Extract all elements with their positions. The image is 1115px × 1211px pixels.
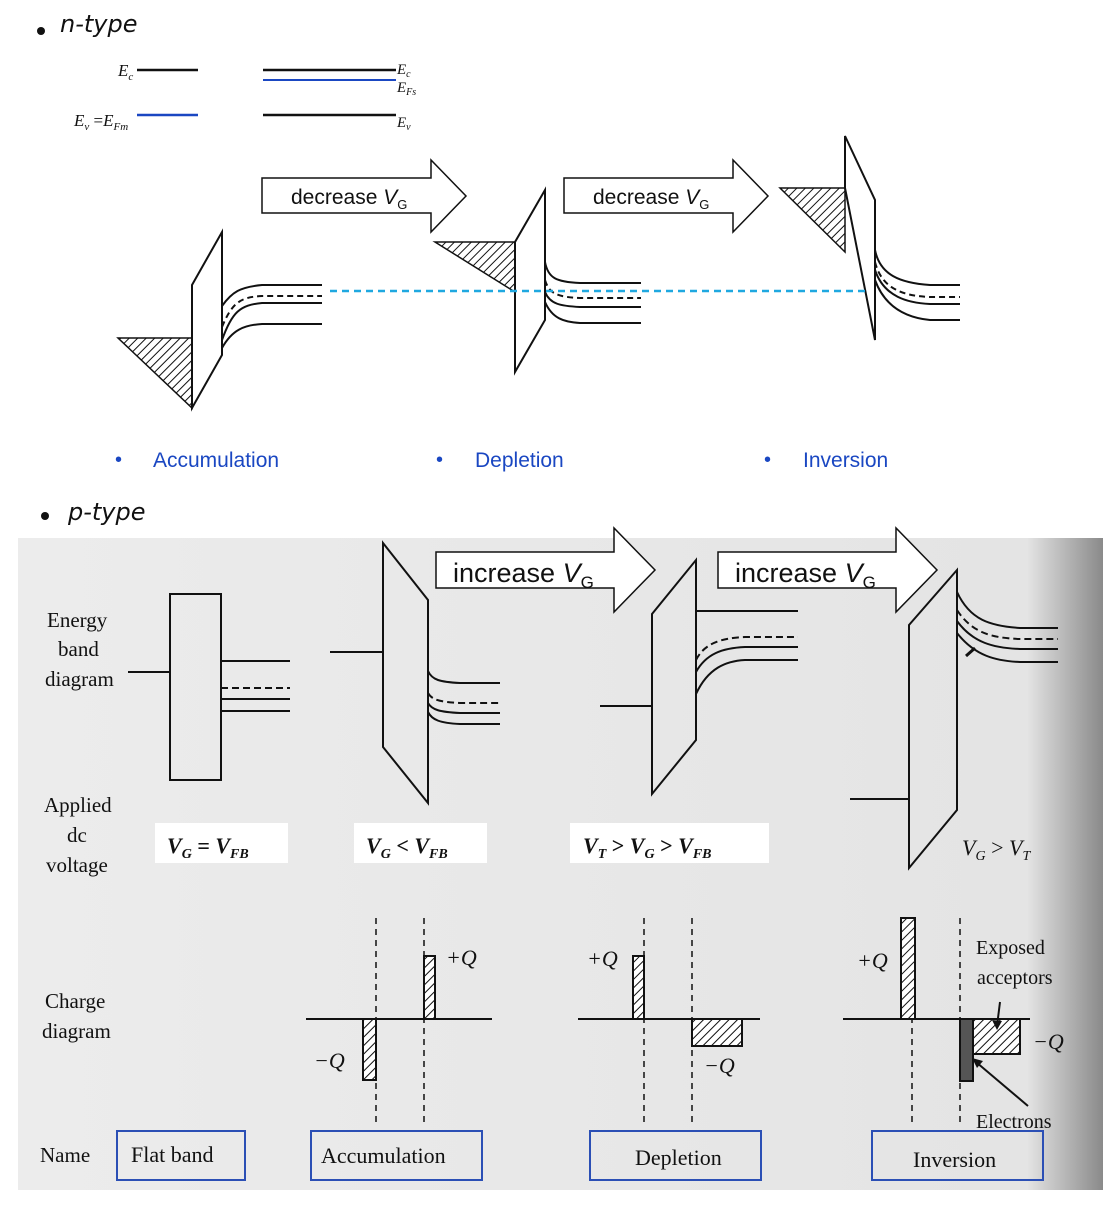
ec2-label: Ec xyxy=(396,62,411,80)
ntype-bullet-dot xyxy=(37,27,45,35)
ntype-heading: n-type xyxy=(60,10,137,38)
accumulation-minus-charge-bar xyxy=(362,1018,377,1081)
bullet-inversion: • xyxy=(764,449,771,471)
bullet-accumulation: • xyxy=(115,449,122,471)
ptype-arrow-2-label: increase VG xyxy=(735,558,876,592)
label-accumulation: Accumulation xyxy=(153,449,279,472)
row-energy-2: band xyxy=(58,637,99,661)
row-charge-2: diagram xyxy=(42,1019,111,1043)
label-depletion: Depletion xyxy=(475,449,564,472)
exposed-label-1: Exposed xyxy=(976,937,1045,959)
accumulation-minus-label: −Q xyxy=(314,1048,345,1073)
name-depletion: Depletion xyxy=(635,1145,722,1170)
pt-depletion-energy xyxy=(600,557,798,797)
pt-depletion-charge: +Q −Q xyxy=(578,918,760,1125)
row-applied-3: voltage xyxy=(46,853,108,877)
ntype-section: n-type Ec Ev =EFm Ec EFs Ev decrease VG … xyxy=(37,10,960,472)
depletion-plus-label: +Q xyxy=(587,946,618,971)
row-labels: Energy band diagram Applied dc voltage C… xyxy=(40,608,114,1167)
bullet-depletion: • xyxy=(436,449,443,471)
ptype-arrow-2: increase VG xyxy=(717,526,939,614)
ntype-arrow-1: decrease VG xyxy=(261,158,468,234)
row-applied-2: dc xyxy=(67,823,87,847)
ntype-labels: • Accumulation • Depletion • Inversion xyxy=(115,449,888,472)
row-applied-1: Applied xyxy=(44,793,112,817)
row-energy-3: diagram xyxy=(45,667,114,691)
depletion-minus-label: −Q xyxy=(704,1053,735,1078)
inversion-plus-label: +Q xyxy=(857,948,888,973)
ntype-inversion-diagram xyxy=(778,135,960,341)
inversion-minus-label: −Q xyxy=(1033,1029,1064,1054)
label-inversion: Inversion xyxy=(803,449,888,472)
electrons-pointer-line xyxy=(975,1061,1029,1107)
ptype-heading: p-type xyxy=(67,498,146,526)
condition-flatband-text: VG = VFB xyxy=(167,833,249,862)
ntype-arrow-2: decrease VG xyxy=(563,158,770,234)
ev-efm-label: Ev =EFm xyxy=(73,111,128,133)
accumulation-plus-charge-bar xyxy=(423,955,436,1020)
ptype-bullet-dot xyxy=(41,512,49,520)
pt-inversion-charge: +Q −Q Exposed acceptors Electrons xyxy=(843,917,1064,1133)
inversion-electrons-bar xyxy=(959,1018,974,1082)
row-name: Name xyxy=(40,1143,90,1167)
ntype-arrow-2-label: decrease VG xyxy=(593,186,709,212)
ptype-section: p-type Energy band diagram Applied dc vo… xyxy=(18,498,1103,1190)
name-boxes: Flat band Accumulation Depletion Inversi… xyxy=(116,1130,1044,1181)
ptype-arrow-1: increase VG xyxy=(435,526,657,614)
ntype-depletion-diagram xyxy=(432,186,641,376)
condition-depletion: VT > VG > VFB xyxy=(570,823,769,863)
ec-label: Ec xyxy=(117,61,133,83)
name-box-accumulation xyxy=(310,1130,483,1181)
inversion-plus-charge-bar xyxy=(900,917,916,1020)
condition-accumulation-text: VG < VFB xyxy=(366,833,448,862)
ntype-arrow-1-label: decrease VG xyxy=(291,186,407,212)
accumulation-plus-label: +Q xyxy=(446,945,477,970)
textbook-page-background xyxy=(18,538,1103,1190)
name-flatband: Flat band xyxy=(131,1142,214,1167)
ptype-arrow-1-label: increase VG xyxy=(453,558,594,592)
ev2-label: Ev xyxy=(396,115,411,133)
ntype-accumulation-diagram xyxy=(116,228,322,412)
row-charge-1: Charge xyxy=(45,989,105,1013)
row-energy-1: Energy xyxy=(47,608,108,632)
name-inversion: Inversion xyxy=(913,1147,996,1172)
name-box-inversion xyxy=(871,1130,1044,1181)
condition-inversion-text: VG > VT xyxy=(962,835,1031,864)
pt-flatband-energy xyxy=(128,593,290,781)
condition-inversion: VG > VT xyxy=(962,835,1031,864)
pt-accumulation-charge: +Q −Q xyxy=(306,918,492,1125)
condition-flatband: VG = VFB xyxy=(155,823,288,863)
pt-accumulation-energy xyxy=(330,540,500,806)
efs-label: EFs xyxy=(396,80,416,98)
depletion-plus-charge-bar xyxy=(632,955,645,1020)
condition-depletion-text: VT > VG > VFB xyxy=(583,833,712,862)
depletion-minus-charge-region xyxy=(691,1018,743,1047)
name-box-depletion xyxy=(589,1130,762,1181)
name-accumulation: Accumulation xyxy=(321,1143,446,1168)
exposed-label-2: acceptors xyxy=(977,967,1053,989)
electrons-label: Electrons xyxy=(976,1111,1052,1133)
pt-inversion-energy xyxy=(850,567,1058,871)
metal-levels: Ec Ev =EFm xyxy=(73,61,198,133)
condition-accumulation: VG < VFB xyxy=(354,823,487,863)
semiconductor-levels: Ec EFs Ev xyxy=(263,62,416,133)
name-box-flatband xyxy=(116,1130,246,1181)
